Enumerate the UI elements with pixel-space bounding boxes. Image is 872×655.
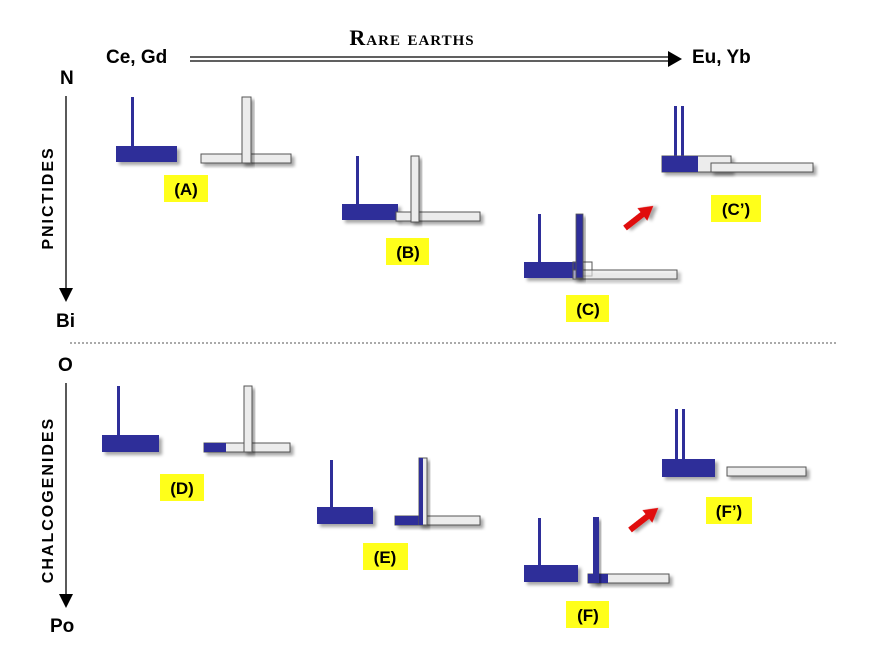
- label-c-bg: [566, 295, 609, 322]
- diagram-a-blue-band: [116, 146, 177, 162]
- diagram-c: (C): [524, 213, 678, 322]
- label-f: (F): [577, 606, 599, 625]
- label-b-bg: [386, 238, 429, 265]
- pnictides-axis: N PNICTIDES Bi: [40, 68, 75, 332]
- chalcogenides-top-label: O: [58, 355, 73, 376]
- diagram-c-prime-blue-bar-2: [681, 106, 684, 158]
- pnictides-axis-label: PNICTIDES: [40, 146, 57, 249]
- diagram-f: (F): [524, 517, 670, 628]
- diagram-e-blue-inner-bar: [419, 458, 423, 525]
- diagram-e-blue-bar: [330, 460, 333, 507]
- diagram-b-gray-bar: [410, 155, 420, 223]
- chalcogenides-axis-label: CHALCOGENIDES: [40, 417, 57, 583]
- diagram-c-blue-split-bar: [575, 213, 584, 279]
- rare-earths-arrow-head: [668, 51, 682, 67]
- label-f-prime: (F’): [716, 502, 742, 521]
- label-d: (D): [170, 479, 194, 498]
- diagram-a: (A): [116, 96, 292, 202]
- header: Ce, Gd Rare earths Eu, Yb: [106, 25, 751, 68]
- header-title: Rare earths: [349, 25, 474, 50]
- chalcogenides-bottom-label: Po: [50, 616, 74, 637]
- diagram-f-prime-blue-bar-1: [675, 409, 678, 461]
- label-c-prime-bg: [711, 195, 761, 222]
- diagram-c-gray-band: [572, 269, 678, 280]
- diagram-f-prime-gray-band: [726, 466, 807, 477]
- diagram-d-blue-stub: [204, 443, 226, 452]
- diagram-d: (D): [102, 385, 291, 501]
- diagram-c-prime-blue-bar-1: [674, 106, 677, 158]
- chalcogenides-axis: O CHALCOGENIDES Po: [40, 355, 74, 637]
- diagram-f-blue-split-bar: [593, 517, 599, 583]
- diagram-a-gray-bar: [241, 96, 252, 164]
- label-a: (A): [174, 180, 198, 199]
- label-a-bg: [164, 175, 208, 202]
- diagram-a-blue-bar: [131, 97, 134, 147]
- header-right-label: Eu, Yb: [692, 47, 751, 68]
- diagram-e-blue-stub: [395, 516, 423, 525]
- diagram-d-blue-band: [102, 435, 159, 452]
- diagram-e-blue-band: [317, 507, 373, 524]
- diagram-f-blue-band: [524, 565, 578, 582]
- diagram-f-blue-bar: [538, 518, 541, 565]
- diagram-c-prime-gray-band: [710, 162, 814, 173]
- diagram-c-blue-bar: [538, 214, 541, 262]
- label-e: (E): [374, 548, 397, 567]
- diagram-f-prime: (F’): [662, 409, 807, 524]
- diagram-d-gray-bar: [243, 385, 253, 453]
- diagram-e: (E): [317, 457, 481, 570]
- transition-arrow-f: [628, 507, 659, 533]
- chalcogenides-axis-arrowhead: [59, 594, 73, 608]
- pnictides-axis-arrowhead: [59, 288, 73, 302]
- diagram-f-prime-blue-bar-2: [682, 409, 685, 461]
- pnictides-bottom-label: Bi: [56, 311, 75, 332]
- diagram-b-gray-band: [395, 211, 481, 222]
- label-c-prime: (C’): [722, 200, 750, 219]
- pnictides-top-label: N: [60, 68, 74, 89]
- label-f-bg: [566, 601, 609, 628]
- diagram-f-prime-blue-band: [662, 459, 715, 477]
- label-b: (B): [396, 243, 420, 262]
- diagram-d-blue-bar: [117, 386, 120, 436]
- diagram-b: (B): [342, 155, 481, 265]
- transition-arrow-c: [623, 205, 654, 231]
- diagram-c-prime: (C’): [661, 106, 814, 222]
- label-c: (C): [576, 300, 600, 319]
- diagram-c-blue-band: [524, 262, 580, 278]
- diagram-b-blue-band: [342, 204, 398, 220]
- header-left-label: Ce, Gd: [106, 47, 167, 68]
- diagram-b-blue-bar: [356, 156, 359, 204]
- label-d-bg: [160, 474, 204, 501]
- label-f-prime-bg: [706, 497, 752, 524]
- diagram-c-prime-blue-band: [662, 156, 698, 172]
- label-e-bg: [363, 543, 408, 570]
